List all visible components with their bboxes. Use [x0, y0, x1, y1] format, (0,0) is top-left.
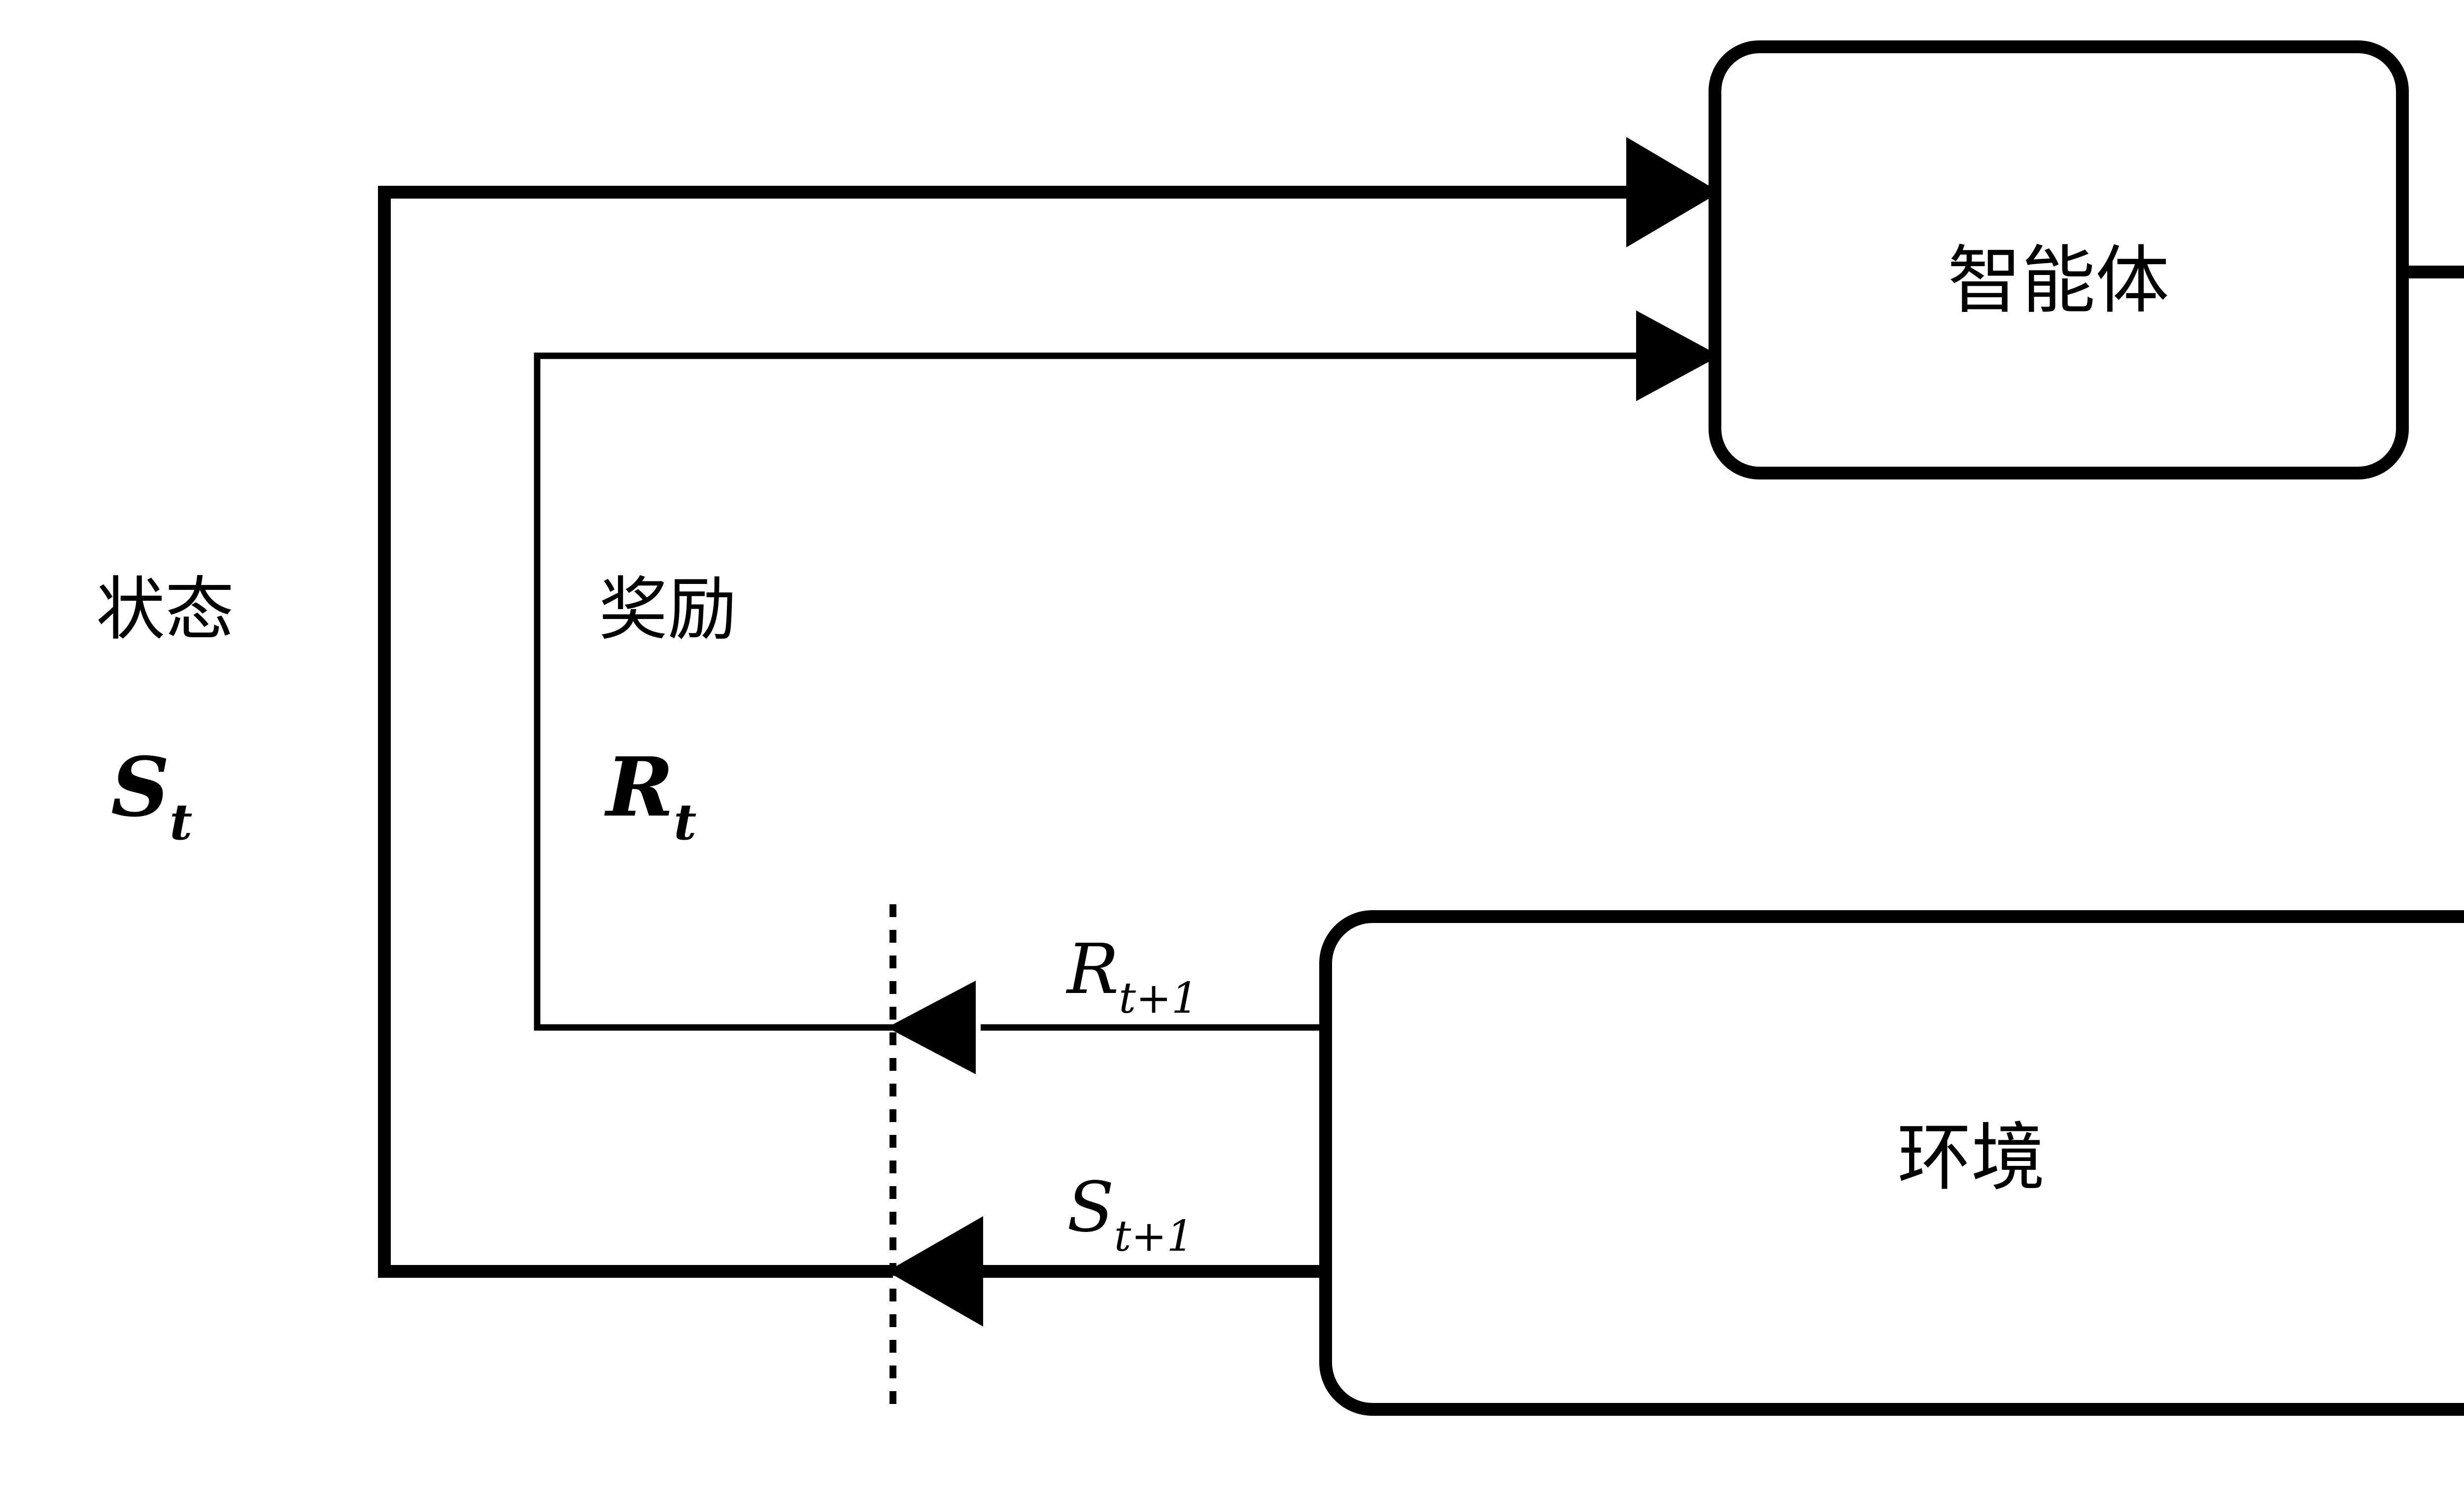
reward-symbol-subscript: t	[674, 793, 696, 851]
state-flow-arrowhead-agent	[1626, 137, 1720, 247]
reward-next-letter: R	[1065, 929, 1119, 1010]
state-next-subscript: t+1	[1114, 1212, 1194, 1261]
reward-next-symbol: Rt+1	[1065, 929, 1198, 1023]
agent-box[interactable]	[1709, 40, 2409, 479]
agent-label: 智能体	[1948, 238, 2169, 324]
reward-flow-arrowhead-agent	[1636, 310, 1720, 401]
state-symbol-subscript: t	[170, 793, 192, 851]
reward-symbol: Rt	[604, 739, 696, 851]
state-flow-arrowhead-divider	[887, 1216, 983, 1327]
reward-flow-line	[534, 352, 1676, 1031]
state-next-label-group: St+1	[1067, 1167, 1194, 1261]
agent-node[interactable]: 智能体	[1709, 40, 2409, 479]
state-label-text: 状态	[96, 570, 234, 650]
reward-next-label-group: Rt+1	[1065, 929, 1198, 1023]
environment-node[interactable]: 环境	[1319, 910, 2464, 1416]
state-label-group: 状态 St	[96, 570, 234, 851]
environment-label: 环境	[1897, 1115, 2045, 1201]
environment-box[interactable]	[1319, 910, 2464, 1416]
state-flow-line	[378, 186, 1676, 1278]
reward-symbol-letter: R	[604, 739, 674, 835]
reward-label-text: 奖励	[599, 570, 737, 650]
state-flow	[378, 137, 1720, 1327]
reward-flow-arrowhead-divider	[887, 981, 976, 1074]
reward-next-subscript: t+1	[1119, 974, 1198, 1023]
environment-output-stubs	[981, 1024, 1326, 1278]
reward-flow	[534, 310, 1720, 1074]
state-next-symbol: St+1	[1067, 1167, 1194, 1261]
state-next-letter: S	[1067, 1167, 1114, 1248]
state-symbol-letter: S	[111, 739, 170, 835]
reward-label-group: 奖励 Rt	[599, 570, 737, 851]
state-symbol: St	[111, 739, 192, 851]
